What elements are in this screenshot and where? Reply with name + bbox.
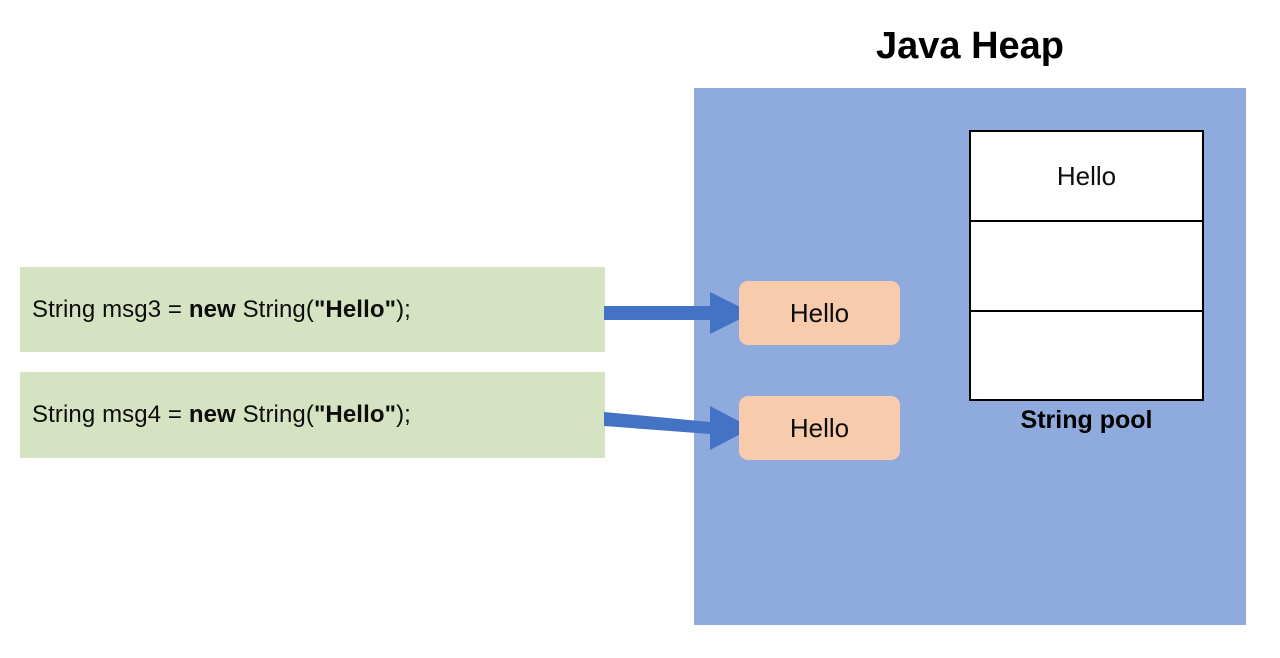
code-statement-1-text: String msg3 = new String("Hello"); (32, 295, 411, 323)
code-statement-2-text: String msg4 = new String("Hello"); (32, 401, 411, 428)
heap-title: Java Heap (875, 24, 1064, 67)
heap-object-1: Hello (739, 281, 900, 345)
code-statement-1: String msg3 = new String("Hello"); (20, 267, 605, 352)
heap-object-1-label: Hello (789, 297, 850, 328)
string-pool-row-2 (971, 220, 1202, 310)
arrow-icon-statement1-to-object1 (604, 292, 752, 334)
code-statement-2: String msg4 = new String("Hello"); (20, 372, 605, 458)
arrow-icon-statement2-to-object2 (604, 406, 752, 450)
string-pool-row-1: Hello (971, 132, 1202, 220)
string-pool-table: Hello (969, 130, 1204, 401)
heap-object-2: Hello (739, 396, 900, 460)
string-pool-row-1-label: Hello (1056, 160, 1117, 191)
string-pool-caption: String pool (1020, 406, 1153, 434)
string-pool-row-3 (971, 310, 1202, 399)
heap-object-2-label: Hello (789, 412, 850, 443)
